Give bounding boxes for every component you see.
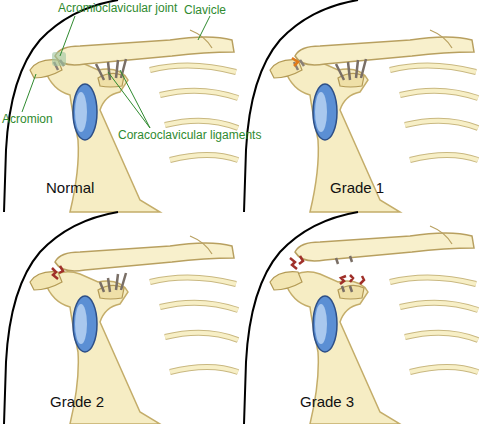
part-label: Acromion — [2, 113, 53, 126]
leader-lines — [22, 16, 210, 128]
grade3-shoulder — [244, 212, 478, 424]
panel-title: Grade 2 — [50, 394, 104, 411]
panel-title: Grade 1 — [330, 180, 384, 197]
grade1-shoulder — [244, 0, 478, 212]
normal-shoulder — [4, 0, 238, 212]
part-label: Coracoclavicular ligaments — [118, 129, 261, 142]
panel-title: Normal — [46, 180, 94, 197]
grade2-shoulder — [4, 212, 238, 424]
part-label: Clavicle — [184, 4, 226, 17]
part-label: Acromioclavicular joint — [58, 2, 177, 15]
panel-title: Grade 3 — [300, 394, 354, 411]
